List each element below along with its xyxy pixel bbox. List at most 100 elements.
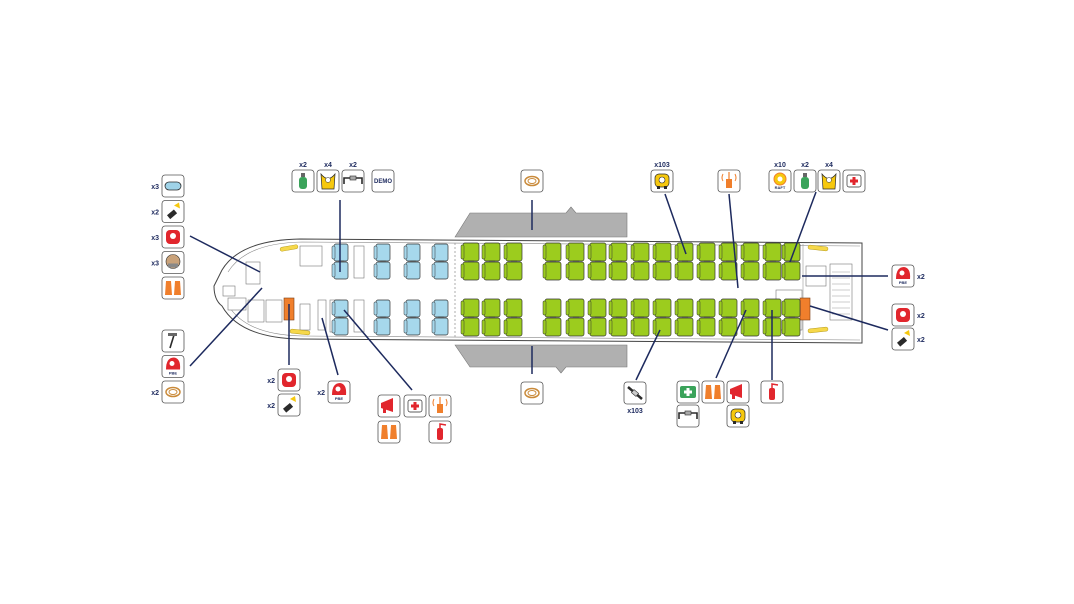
megaphone-icon	[726, 380, 750, 404]
economy-seat-pair	[630, 298, 650, 337]
life-vest-icon	[726, 404, 750, 428]
economy-seat-pair	[460, 242, 480, 281]
leader-line	[189, 287, 263, 367]
flashlight-icon: x2	[151, 200, 185, 223]
gloves-icon	[161, 276, 185, 300]
galley-block	[247, 299, 265, 323]
economy-seat-pair	[503, 298, 523, 337]
megaphone-icon	[377, 394, 401, 418]
count-label: x2	[917, 274, 925, 281]
business-seat-pair	[331, 243, 349, 280]
pbe-caption: PBE	[899, 280, 908, 285]
leader-line	[635, 329, 661, 381]
galley-block	[353, 245, 365, 279]
economy-seat-pair	[565, 242, 585, 281]
demo-life-vest-icon: x4	[817, 162, 841, 193]
economy-seat-pair	[630, 242, 650, 281]
first-aid-kit-icon	[842, 169, 866, 193]
count-label: x2	[151, 210, 159, 217]
count-label: x2	[267, 403, 275, 410]
demo-kit-icon: DEMO	[371, 169, 395, 193]
leader-line	[343, 309, 413, 391]
demo-life-vest-icon: x4	[316, 162, 340, 193]
fuselage-inner-top	[227, 241, 861, 273]
fuselage-outline	[213, 206, 863, 374]
economy-seat-pair	[652, 242, 672, 281]
pbe-hood-icon: PBE x2	[891, 264, 925, 288]
fire-extinguisher-icon	[428, 420, 452, 444]
economy-seat-pair	[460, 298, 480, 337]
count-label: x103	[654, 162, 670, 169]
count-label: x2	[267, 378, 275, 385]
count-label: x103	[627, 408, 643, 415]
galley-block	[245, 261, 261, 285]
galley-block	[353, 299, 365, 333]
gloves-icon	[701, 380, 725, 404]
demo-seatbelt-icon: x2	[341, 162, 365, 193]
raft-caption: RAFT	[775, 185, 786, 190]
economy-seat-pair	[542, 298, 562, 337]
life-vest-icon: x103	[650, 162, 674, 193]
economy-seat-pair	[696, 298, 716, 337]
economy-seat-pair	[587, 242, 607, 281]
count-label: x2	[801, 162, 809, 169]
galley-block	[227, 297, 247, 311]
demo-oxygen-bottle-icon: x2	[291, 162, 315, 193]
leader-line	[664, 193, 687, 255]
flashlight-icon: x2	[267, 393, 301, 417]
leader-line	[728, 193, 739, 289]
business-seat-pair	[373, 243, 391, 280]
business-seat-pair	[403, 299, 421, 336]
crew-face-mask-icon: x3	[151, 251, 185, 274]
leader-line	[189, 235, 261, 273]
count-label: x3	[151, 184, 159, 191]
economy-seat-pair	[762, 242, 782, 281]
economy-seat-pair	[696, 242, 716, 281]
flashlight-icon: x2	[891, 327, 925, 351]
galley-block	[299, 245, 323, 267]
exit-light	[279, 244, 299, 252]
seat-map	[331, 242, 801, 337]
emergency-locator-icon	[428, 394, 452, 418]
emergency-locator-icon	[717, 169, 741, 193]
escape-rope-icon: x2	[151, 380, 185, 404]
first-aid-kit-icon	[403, 394, 427, 418]
leader-line	[789, 191, 817, 263]
count-label: x4	[324, 162, 332, 169]
demo-seatbelt-icon	[676, 404, 700, 428]
overwing-exit-panel-top	[454, 206, 628, 238]
economy-seat-pair	[718, 242, 738, 281]
economy-seat-pair	[481, 298, 501, 337]
count-label: x2	[917, 313, 925, 320]
economy-seat-pair	[718, 298, 738, 337]
economy-seat-pair	[565, 298, 585, 337]
fuselage-inner-bottom	[227, 304, 861, 341]
escape-rope-icon	[520, 169, 544, 193]
overwing-exit-panel-bottom	[454, 344, 628, 374]
business-seat-pair	[373, 299, 391, 336]
portable-oxygen-icon: x3	[151, 225, 185, 249]
leader-line	[715, 309, 747, 379]
economy-seat-pair	[740, 242, 760, 281]
economy-seat-pair	[740, 298, 760, 337]
count-label: x2	[349, 162, 357, 169]
economy-seat-pair	[762, 298, 782, 337]
economy-seat-pair	[781, 298, 801, 337]
economy-seat-pair	[481, 242, 501, 281]
economy-seat-pair	[542, 242, 562, 281]
business-seat-pair	[431, 299, 449, 336]
demo-oxygen-bottle-icon: x2	[793, 162, 817, 193]
economy-seat-pair	[608, 242, 628, 281]
pbe-caption: PBE	[169, 371, 178, 376]
galley-block	[265, 299, 283, 323]
exit-light	[289, 328, 311, 336]
economy-seat-pair	[674, 298, 694, 337]
galley-block	[317, 299, 327, 331]
business-seat-pair	[331, 299, 349, 336]
count-label: x2	[917, 337, 925, 344]
business-seat-pair	[403, 243, 421, 280]
leader-line	[809, 305, 889, 331]
